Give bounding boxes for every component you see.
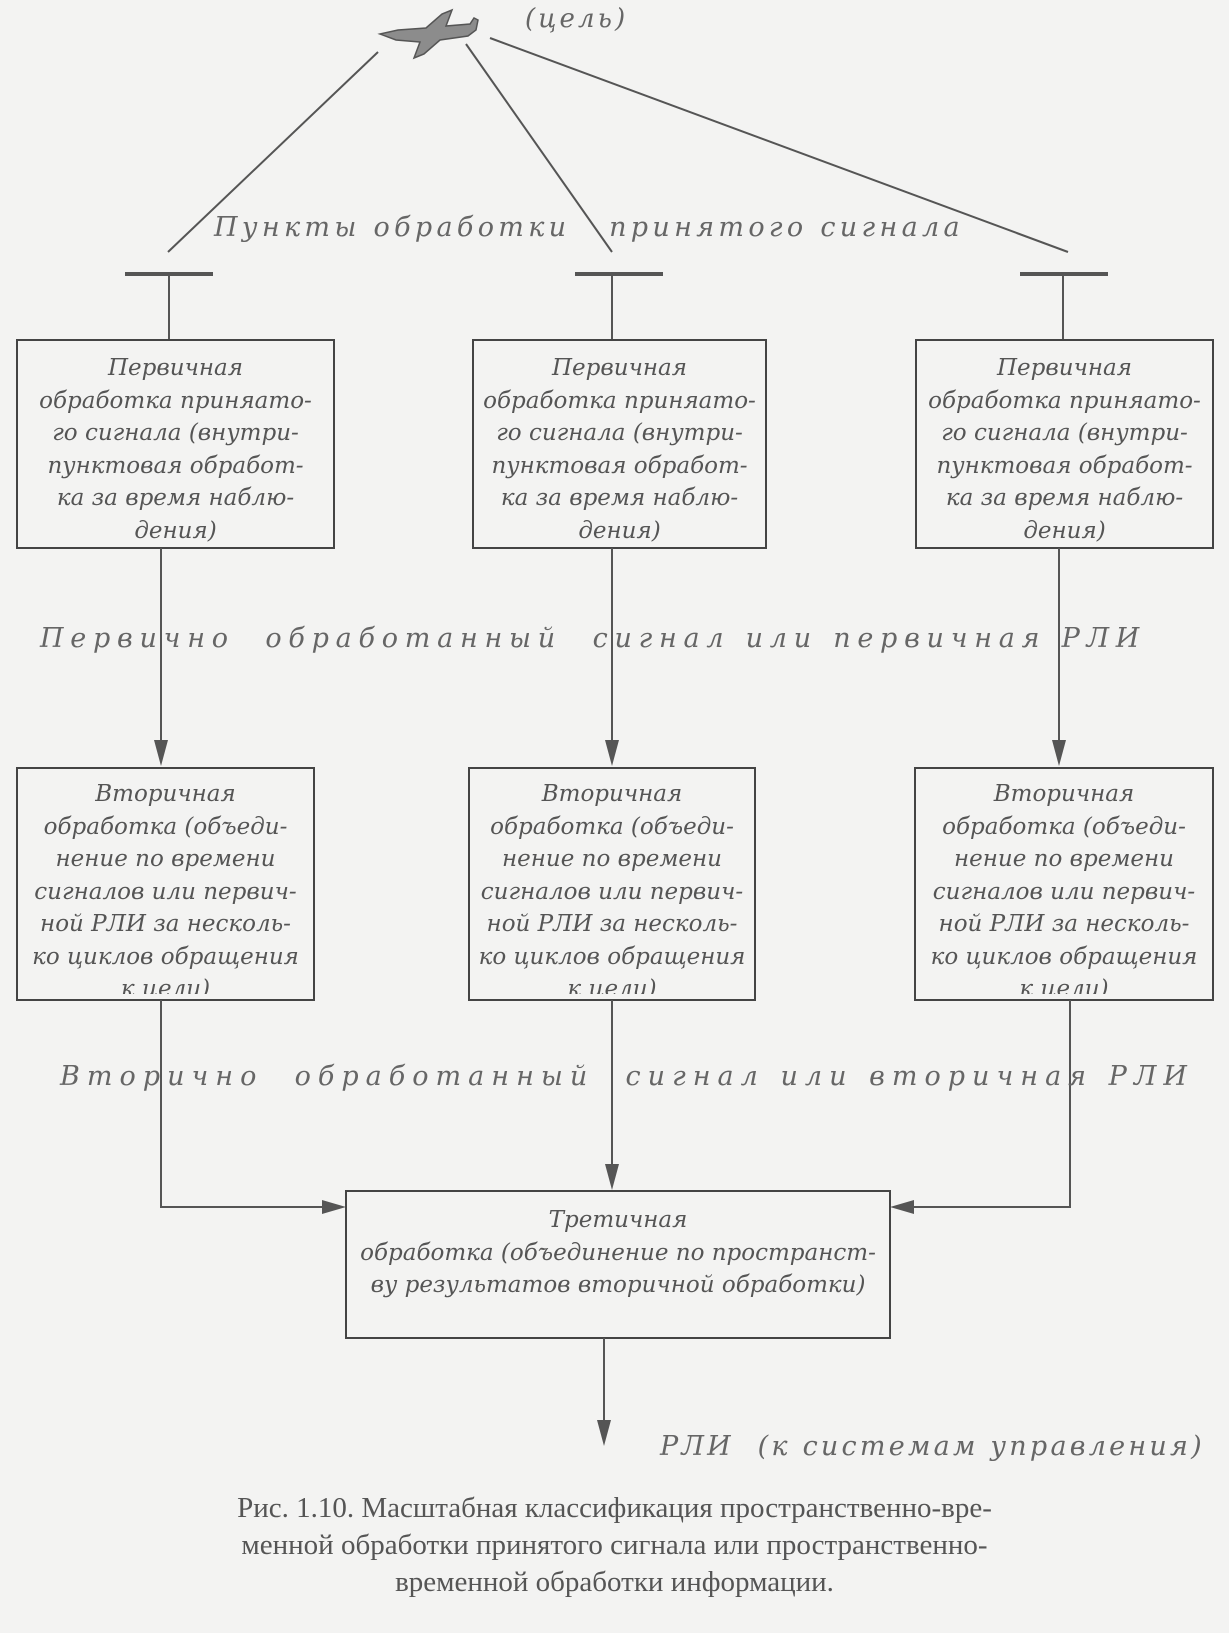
arrowhead-secondary-left bbox=[322, 1200, 346, 1214]
primary-box-left bbox=[16, 339, 335, 549]
secondary-box-center-text: Вторичная обработка (объеди- нение по вр… bbox=[478, 781, 746, 994]
caption-line: временной обработки информации. bbox=[395, 1566, 834, 1598]
primary-box-center bbox=[472, 339, 767, 549]
target-label: (цель) bbox=[525, 4, 629, 34]
output-label: РЛИ (к системам управления) bbox=[660, 1431, 1205, 1462]
primary-box-right-text: Первичная обработка приняато- го сигнала… bbox=[928, 355, 1201, 542]
primary-box-right bbox=[915, 339, 1214, 549]
ray-right bbox=[489, 37, 1069, 253]
ray-left bbox=[167, 51, 379, 253]
tertiary-box-text: Третичная обработка (объединение по прос… bbox=[360, 1207, 876, 1298]
arrowhead-primary-left bbox=[154, 740, 168, 766]
caption-line: менной обработки принятого сигнала или п… bbox=[241, 1529, 988, 1561]
primary-box-left-text: Первичная обработка приняато- го сигнала… bbox=[39, 355, 312, 542]
ray-center bbox=[465, 43, 613, 253]
caption-line: Рис. 1.10. Масштабная классификация прос… bbox=[237, 1492, 992, 1524]
secondary-box-right-text: Вторичная обработка (объеди- нение по вр… bbox=[930, 781, 1198, 994]
secondary-output-label: Вторично обработанный сигнал или вторичн… bbox=[60, 1061, 1194, 1092]
connector-secondary-right bbox=[914, 1000, 1071, 1208]
arrowhead-primary-right bbox=[1052, 740, 1066, 766]
connector-secondary-left bbox=[160, 1000, 322, 1208]
arrowhead-output bbox=[597, 1420, 611, 1446]
arrowhead-primary-center bbox=[605, 740, 619, 766]
secondary-box-right bbox=[914, 767, 1214, 1001]
arrowhead-secondary-right bbox=[890, 1200, 914, 1214]
primary-output-label: Первично обработанный сигнал или первичн… bbox=[40, 623, 1147, 654]
stations-label: Пункты обработки принятого сигнала bbox=[214, 212, 964, 243]
figure-caption: Рис. 1.10. Масштабная классификация прос… bbox=[0, 1490, 1229, 1601]
primary-box-center-text: Первичная обработка приняато- го сигнала… bbox=[483, 355, 756, 542]
secondary-box-left-text: Вторичная обработка (объеди- нение по вр… bbox=[32, 781, 299, 994]
aircraft-icon bbox=[377, 8, 479, 60]
tertiary-box bbox=[345, 1190, 891, 1339]
secondary-box-left bbox=[16, 767, 315, 1001]
arrowhead-secondary-center bbox=[605, 1164, 619, 1190]
